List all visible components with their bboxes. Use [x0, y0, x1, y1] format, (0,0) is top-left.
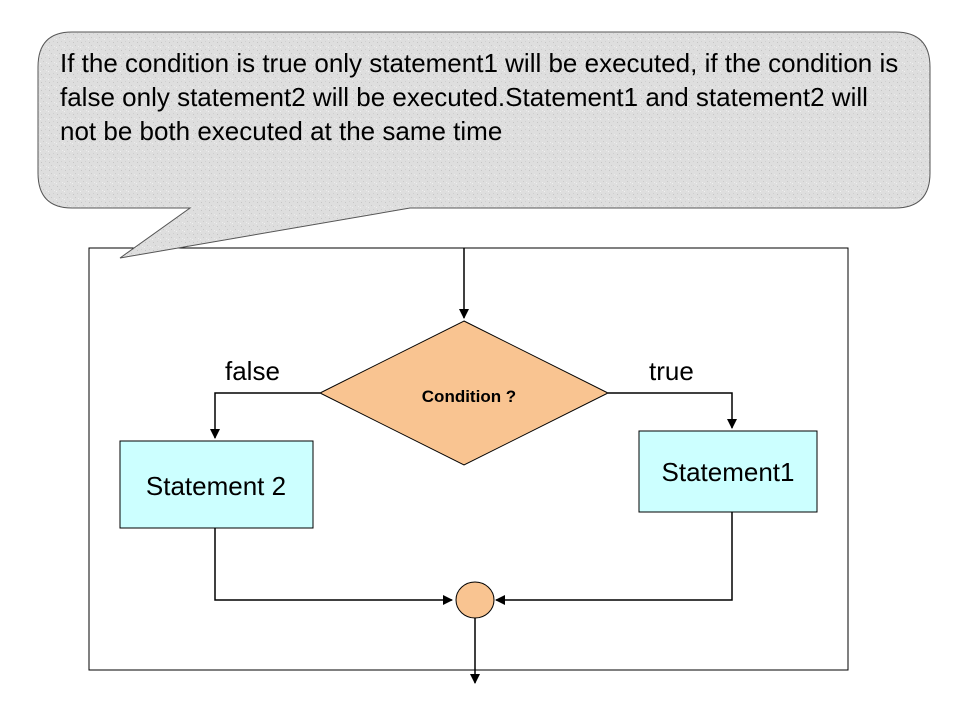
statement-2-merge-connector [214, 528, 453, 605]
merge-junction [455, 581, 495, 619]
statement-1-label: Statement1 [662, 457, 795, 487]
condition-decision [318, 320, 610, 466]
statement-2-box [119, 440, 314, 529]
false-branch-connector [210, 392, 320, 439]
callout-bubble [37, 31, 931, 259]
statement-1-box [638, 430, 818, 513]
condition-label: Condition ? [422, 387, 516, 406]
true-label: true [649, 356, 694, 386]
statement-2-label: Statement 2 [146, 471, 286, 501]
true-branch-connector [608, 392, 737, 429]
statement-1-merge-connector [495, 512, 733, 605]
callout-text: If the condition is true only statement1… [60, 48, 899, 146]
false-label: false [225, 356, 280, 386]
